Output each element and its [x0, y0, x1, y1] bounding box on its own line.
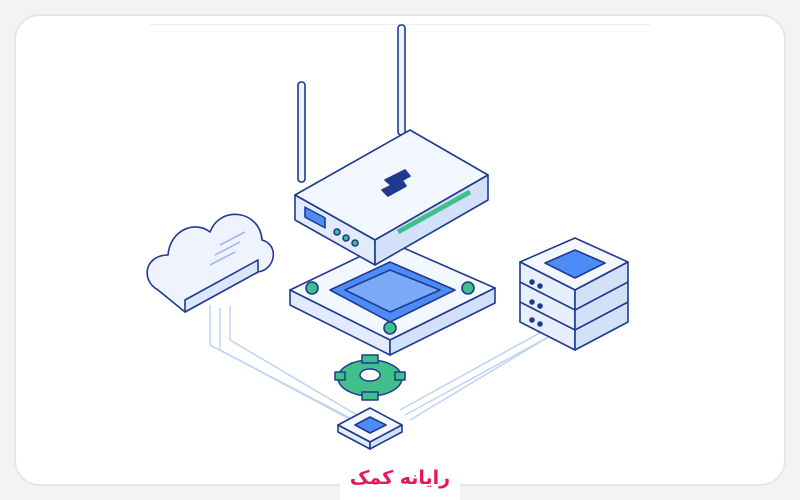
cloud-icon	[146, 213, 274, 313]
processor-board-icon	[289, 241, 496, 356]
server-icon	[519, 237, 629, 351]
connection-lines	[209, 305, 561, 423]
brand-logo-text: رایانه کمک	[349, 466, 451, 489]
brand-tab	[340, 455, 460, 500]
gear-icon	[334, 354, 406, 401]
brand-logo: رایانه کمک	[300, 455, 500, 500]
chip-icon	[337, 407, 403, 450]
router-icon	[294, 24, 489, 266]
